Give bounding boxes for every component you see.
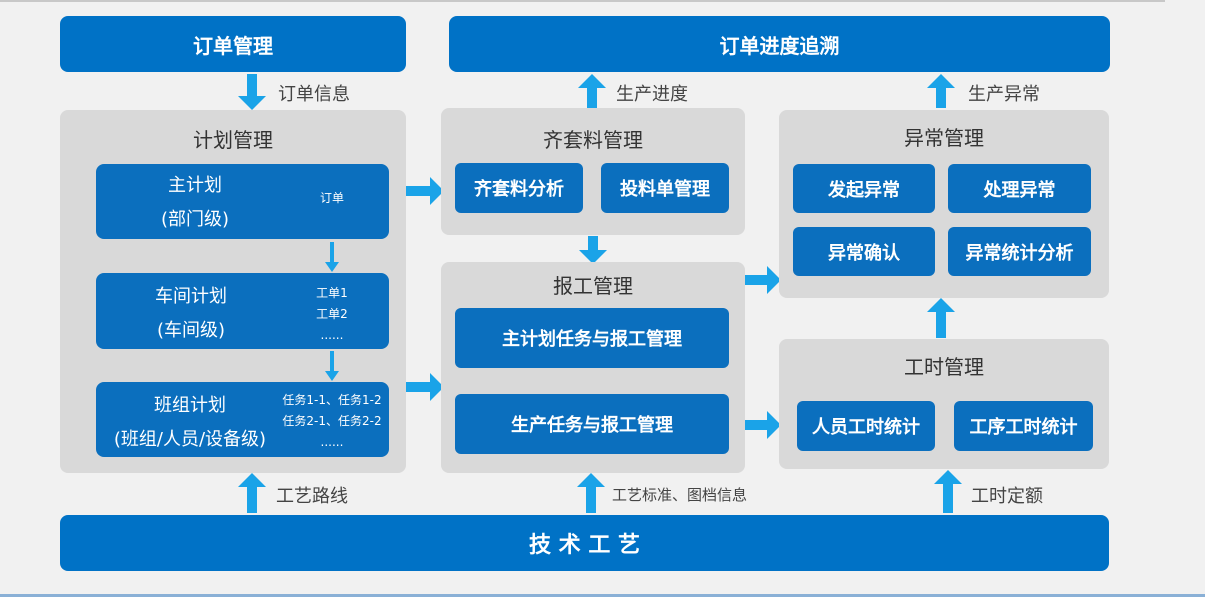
arrow-right-report-to-exception-icon [745, 266, 781, 294]
hours-management-title: 工时管理 [904, 355, 984, 379]
label-production-exception: 生产异常 [968, 84, 1040, 105]
bottom-divider [0, 594, 1205, 597]
note-line: 工单2 [316, 307, 348, 321]
plan-management-title: 计划管理 [193, 128, 273, 152]
workshop-plan-level: (车间级) [156, 320, 226, 341]
process-hours-button[interactable]: 工序工时统计 [954, 401, 1093, 451]
arrow-down-master-to-workshop-icon [325, 242, 339, 272]
label-order-info: 订单信息 [278, 84, 350, 105]
arrow-up-production-exception-icon [927, 74, 955, 108]
arrow-right-report-to-hours-icon [745, 411, 781, 439]
note-line: 订单 [319, 191, 344, 205]
arrow-down-workshop-to-team-icon [325, 351, 339, 381]
arrow-down-kitting-to-report-icon [579, 236, 607, 264]
kitting-analysis-button[interactable]: 齐套料分析 [455, 163, 583, 213]
label-process-standard: 工艺标准、图档信息 [612, 486, 748, 504]
production-task-report-button[interactable]: 生产任务与报工管理 [455, 394, 729, 454]
exception-management-title: 异常管理 [904, 126, 984, 150]
label-process-route: 工艺路线 [276, 486, 348, 507]
note-line: ...... [320, 328, 344, 342]
feeding-order-button[interactable]: 投料单管理 [601, 163, 729, 213]
order-management-bar[interactable]: 订单管理 [60, 16, 406, 72]
arrow-up-process-route-icon [238, 473, 266, 513]
note-line: 任务1-1、任务1-2 [282, 393, 382, 407]
personnel-hours-button[interactable]: 人员工时统计 [797, 401, 935, 451]
raise-exception-button[interactable]: 发起异常 [793, 164, 935, 213]
team-plan-box[interactable]: 班组计划 (班组/人员/设备级) 任务1-1、任务1-2 任务2-1、任务2-2… [96, 382, 389, 457]
technology-process-bar[interactable]: 技 术 工 艺 [60, 515, 1109, 571]
master-plan-level: (部门级) [160, 209, 230, 230]
top-divider [0, 0, 1165, 2]
arrow-right-plan-to-kitting-icon [406, 177, 444, 205]
note-line: ...... [320, 435, 344, 449]
label-production-progress: 生产进度 [616, 84, 688, 105]
label-hour-quota: 工时定额 [971, 486, 1043, 507]
arrow-up-process-standard-icon [577, 473, 605, 513]
master-plan-task-report-button[interactable]: 主计划任务与报工管理 [455, 308, 729, 368]
confirm-exception-button[interactable]: 异常确认 [793, 227, 935, 276]
note-line: 工单1 [316, 286, 348, 300]
handle-exception-button[interactable]: 处理异常 [948, 164, 1091, 213]
workshop-plan-box[interactable]: 车间计划 (车间级) 工单1 工单2 ...... [96, 273, 389, 349]
workshop-plan-notes: 工单1 工单2 ...... [296, 283, 368, 346]
master-plan-notes: 订单 [296, 188, 368, 209]
arrow-right-plan-to-report-icon [406, 373, 444, 401]
master-plan-name: 主计划 [168, 175, 222, 196]
arrow-up-hours-to-exception-icon [927, 298, 955, 338]
kitting-management-title: 齐套料管理 [543, 128, 643, 152]
team-plan-name: 班组计划 [154, 395, 226, 416]
team-plan-level: (班组/人员/设备级) [113, 429, 267, 450]
team-plan-notes: 任务1-1、任务1-2 任务2-1、任务2-2 ...... [280, 390, 384, 453]
arrow-down-order-info-icon [238, 74, 266, 110]
arrow-up-production-progress-icon [578, 74, 606, 108]
arrow-up-hour-quota-icon [934, 470, 962, 513]
workshop-plan-name: 车间计划 [155, 286, 227, 307]
order-progress-trace-bar[interactable]: 订单进度追溯 [449, 16, 1110, 72]
report-management-title: 报工管理 [553, 274, 633, 298]
exception-statistics-button[interactable]: 异常统计分析 [948, 227, 1091, 276]
note-line: 任务2-1、任务2-2 [282, 414, 382, 428]
master-plan-box[interactable]: 主计划 (部门级) 订单 [96, 164, 389, 239]
